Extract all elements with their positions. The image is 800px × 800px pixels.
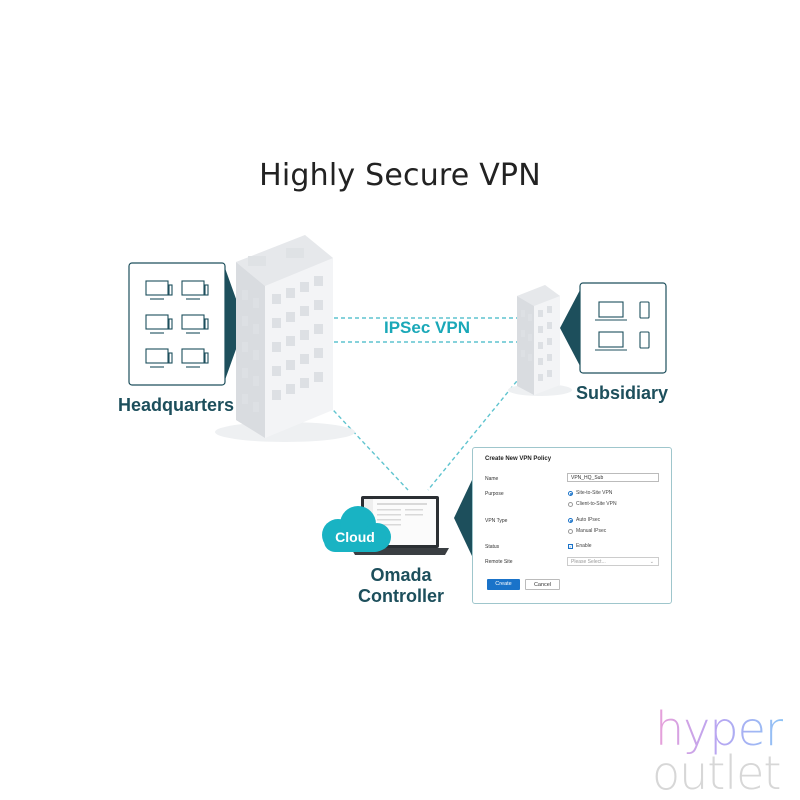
radio-icon: [568, 501, 573, 507]
cloud-label: Cloud: [335, 529, 375, 545]
status-label: Status: [485, 544, 500, 550]
subsidiary-building-icon: [508, 285, 572, 396]
name-label: Name: [485, 476, 499, 482]
radio-selected-icon: [568, 490, 573, 496]
watermark-logo-line2: outlet: [652, 746, 781, 800]
chevron-down-icon: ⌄: [649, 559, 654, 565]
laptop-icon: [595, 301, 650, 351]
diagram-title: Highly Secure VPN: [259, 158, 541, 193]
headquarters-building-icon: [215, 235, 355, 442]
omada-controller-label: Omada Controller: [357, 565, 444, 606]
name-input[interactable]: VPN_HQ_Sub: [567, 473, 659, 482]
vpn-type-label: VPN Type: [485, 518, 508, 524]
controller-link-sub: [427, 364, 531, 491]
purpose-option-client[interactable]: Client-to-Site VPN: [568, 501, 617, 507]
vpn-policy-panel: Create New VPN Policy Name VPN_HQ_Sub Pu…: [472, 447, 672, 604]
status-checkbox[interactable]: ✓ Enable: [568, 543, 592, 549]
radio-icon: [568, 528, 573, 534]
monitor-icon: [145, 280, 209, 368]
remote-site-label: Remote Site: [485, 559, 513, 565]
checkmark-icon: ✓: [568, 543, 573, 549]
radio-selected-icon: [568, 517, 573, 523]
watermark-logo-line1: hyper: [655, 702, 784, 756]
vpn-type-option-manual[interactable]: Manual IPsec: [568, 528, 606, 534]
policy-panel-pointer: [454, 480, 472, 556]
purpose-label: Purpose: [485, 491, 504, 497]
purpose-option-site[interactable]: Site-to-Site VPN: [568, 490, 612, 496]
create-button[interactable]: Create: [487, 579, 520, 590]
remote-site-select[interactable]: Please Select... ⌄: [567, 557, 659, 566]
hq-device-panel: [128, 262, 245, 386]
subsidiary-device-panel: [560, 282, 667, 374]
ipsec-vpn-label: IPSec VPN: [384, 318, 470, 337]
vpn-type-option-auto[interactable]: Auto IPsec: [568, 517, 600, 523]
sub-panel-pointer: [560, 290, 580, 366]
ipsec-tunnel: [292, 317, 532, 491]
hq-panel-pointer: [225, 268, 245, 380]
headquarters-label: Headquarters: [118, 395, 235, 415]
panel-title: Create New VPN Policy: [485, 456, 552, 462]
subsidiary-label: Subsidiary: [576, 383, 669, 403]
cloud-icon: [322, 506, 391, 552]
cancel-button[interactable]: Cancel: [525, 579, 560, 590]
